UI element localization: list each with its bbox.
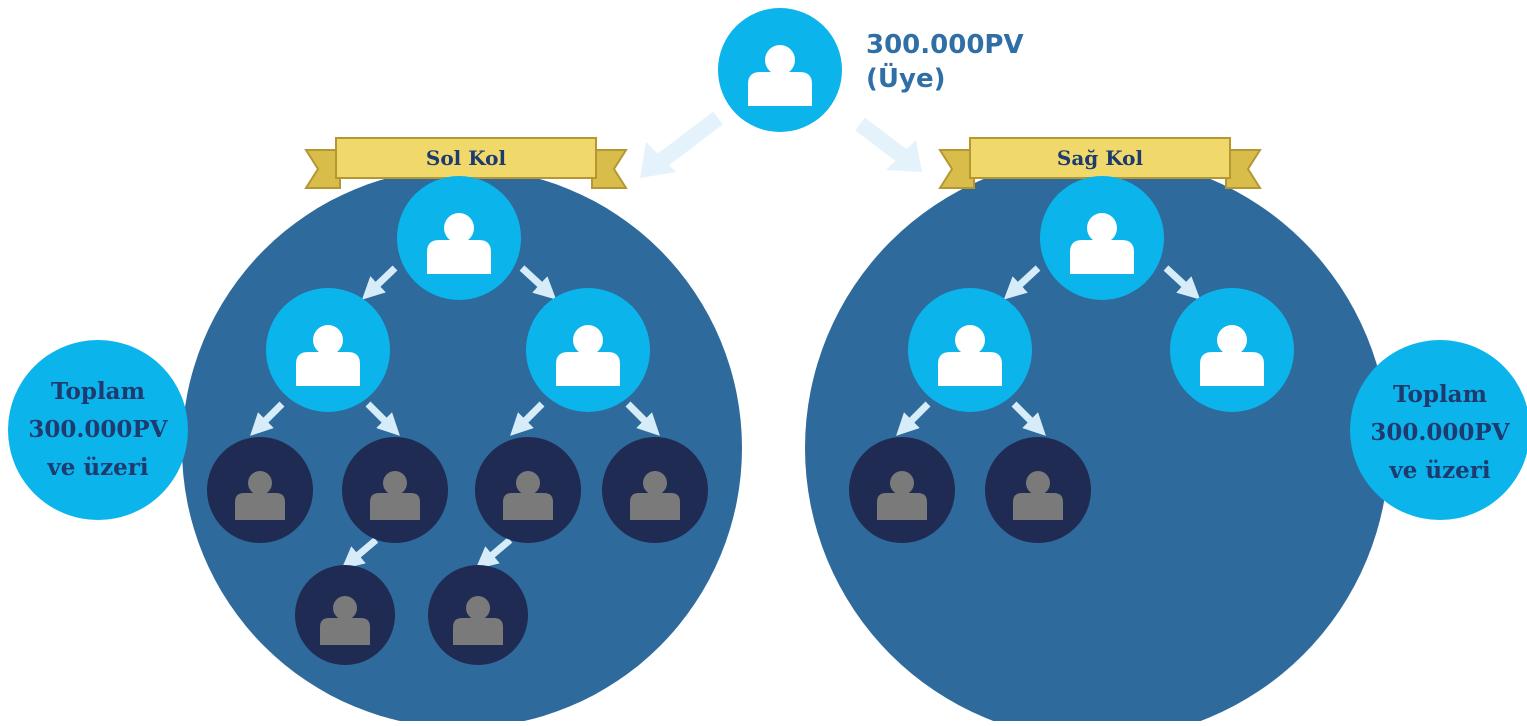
arrow-icon bbox=[1163, 265, 1201, 300]
right-level1-member bbox=[1040, 176, 1164, 300]
arrow-icon bbox=[510, 401, 545, 436]
arrow-icon bbox=[250, 401, 285, 436]
right-total-text: Toplam 300.000PV ve üzeri bbox=[1365, 376, 1515, 490]
arrow-icon bbox=[475, 537, 513, 570]
left-total-line2: 300.000PV bbox=[28, 416, 168, 443]
right-level3-member-a bbox=[849, 437, 955, 543]
tree-arrows bbox=[250, 265, 1201, 570]
top-member-label: 300.000PV (Üye) bbox=[866, 28, 1024, 96]
left-level4-member-a bbox=[295, 565, 395, 665]
left-total-line1: Toplam bbox=[51, 378, 145, 405]
arrow-icon bbox=[896, 401, 931, 436]
top-member-role: (Üye) bbox=[866, 64, 946, 94]
arrow-icon bbox=[365, 401, 400, 436]
top-member-pv: 300.000PV bbox=[866, 30, 1024, 60]
top-arrow-right bbox=[855, 117, 922, 172]
left-level1-member bbox=[397, 176, 521, 300]
top-member bbox=[718, 8, 842, 132]
left-level4-member-b bbox=[428, 565, 528, 665]
top-arrow-left bbox=[640, 111, 723, 178]
arrow-icon bbox=[1011, 401, 1046, 436]
left-level3-member-d bbox=[602, 437, 708, 543]
right-level3-member-b bbox=[985, 437, 1091, 543]
arrow-icon bbox=[519, 265, 557, 300]
tree-nodes bbox=[207, 8, 1294, 665]
right-total-line1: Toplam bbox=[1393, 381, 1487, 408]
left-level2-member-a bbox=[266, 288, 390, 412]
left-ribbon-label: Sol Kol bbox=[426, 146, 507, 170]
left-total-line3: ve üzeri bbox=[47, 454, 149, 481]
right-level2-member-a bbox=[908, 288, 1032, 412]
left-total-bubble bbox=[8, 340, 188, 520]
left-level3-member-a bbox=[207, 437, 313, 543]
right-level2-member-b bbox=[1170, 288, 1294, 412]
left-ribbon: Sol Kol bbox=[304, 137, 628, 189]
left-level3-member-b bbox=[342, 437, 448, 543]
right-total-line3: ve üzeri bbox=[1389, 457, 1491, 484]
arrow-icon bbox=[625, 401, 660, 436]
arrow-icon bbox=[1003, 265, 1041, 300]
right-ribbon-label: Sağ Kol bbox=[1057, 146, 1144, 170]
right-total-bubble bbox=[1350, 340, 1527, 520]
left-level2-member-b bbox=[526, 288, 650, 412]
right-ribbon: Sağ Kol bbox=[938, 137, 1262, 189]
left-level3-member-c bbox=[475, 437, 581, 543]
arrow-icon bbox=[361, 265, 398, 300]
arrow-icon bbox=[341, 537, 379, 570]
right-total-line2: 300.000PV bbox=[1370, 419, 1510, 446]
left-total-text: Toplam 300.000PV ve üzeri bbox=[23, 373, 173, 487]
